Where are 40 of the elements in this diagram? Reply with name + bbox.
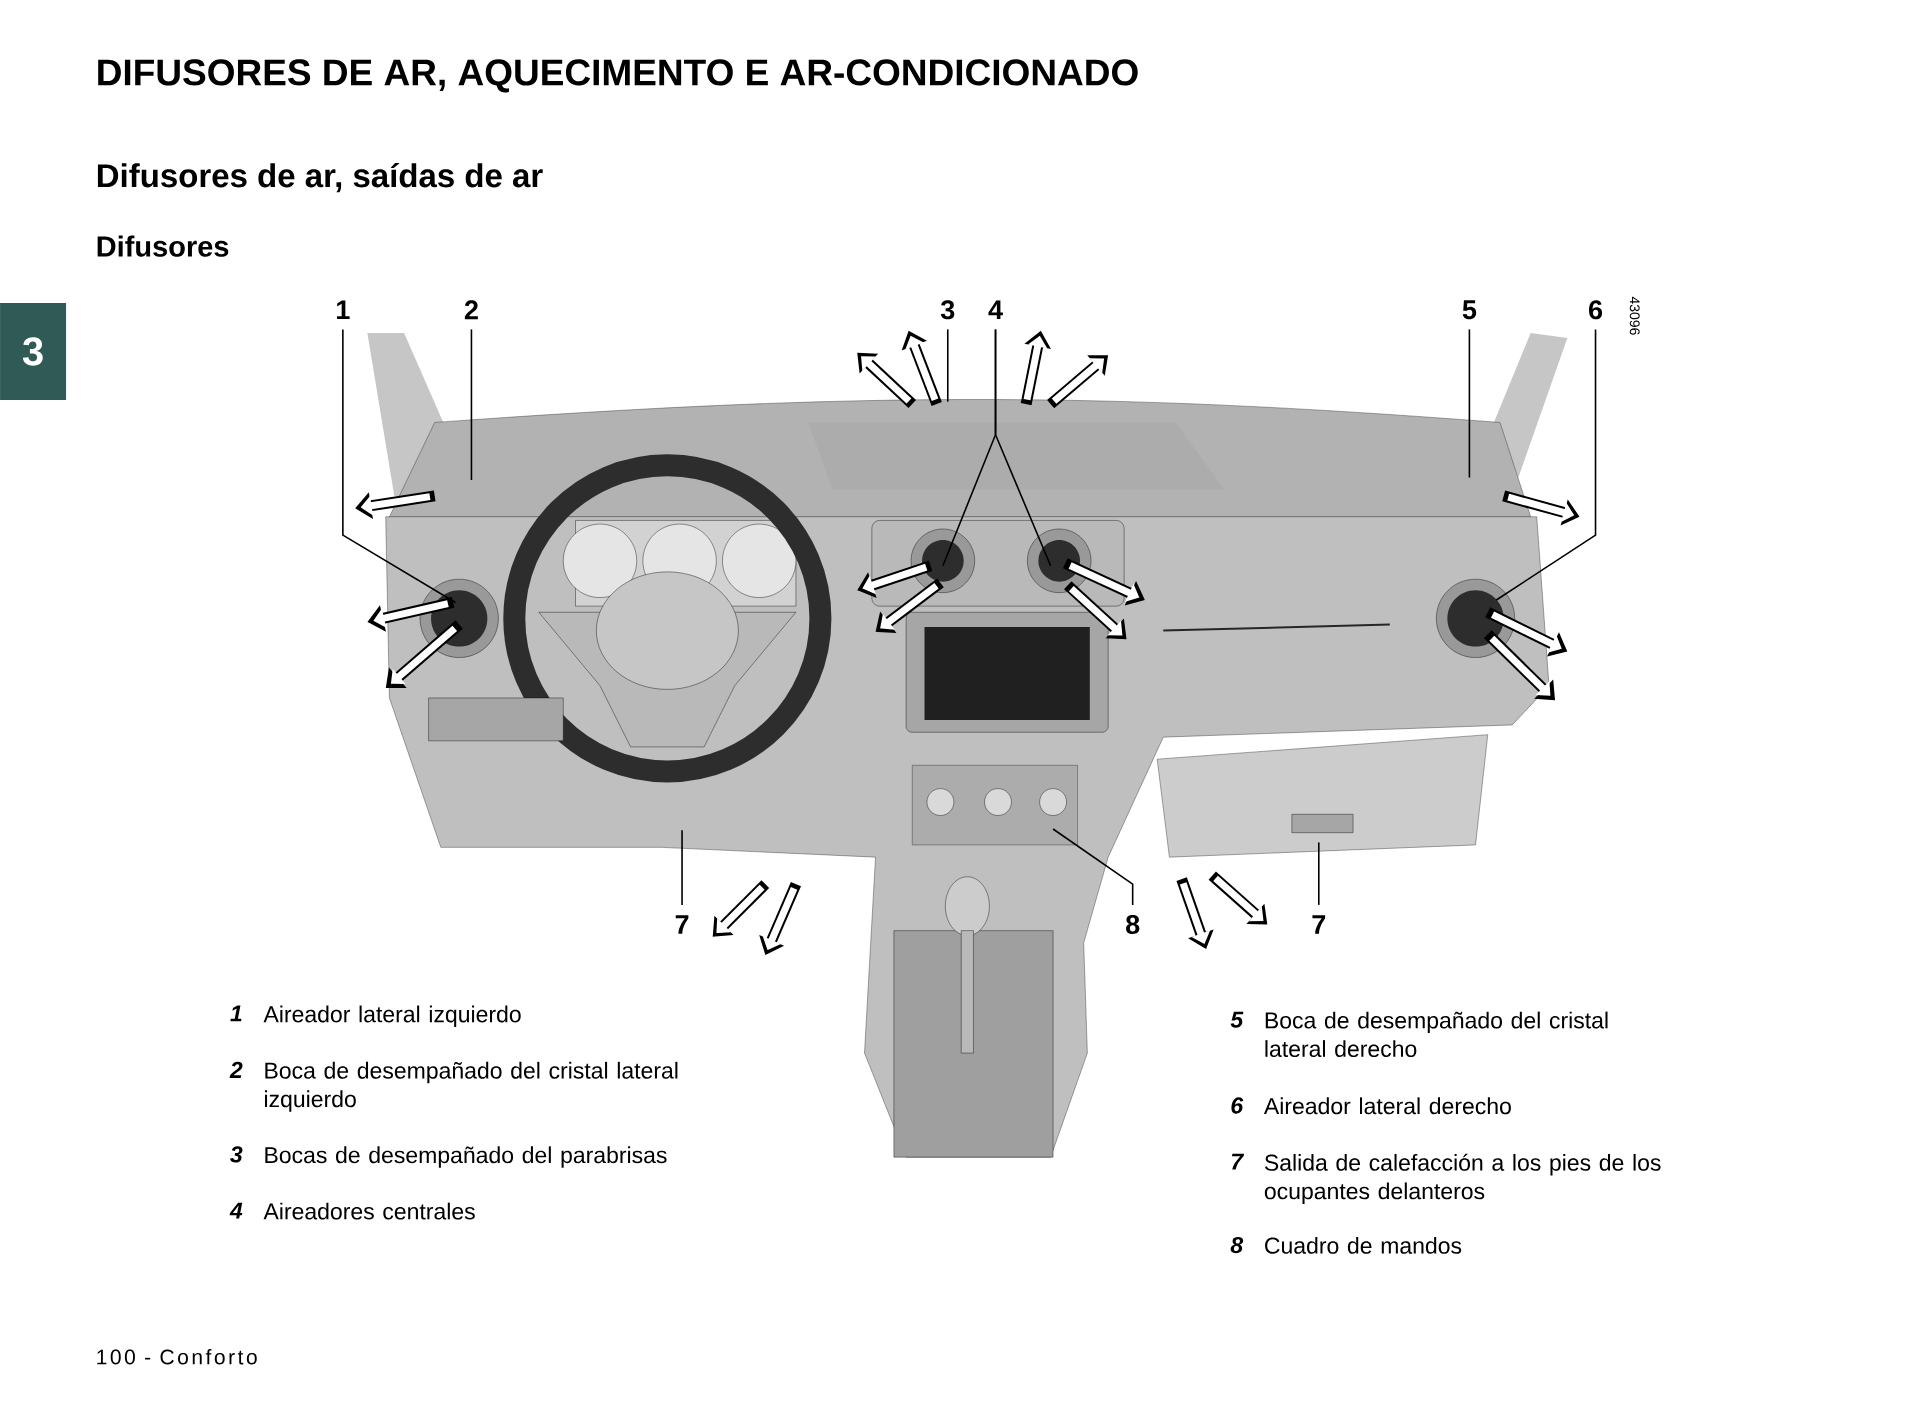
callout-number: 3	[940, 300, 955, 320]
callout-number: 1	[337, 300, 350, 319]
leader-line	[994, 328, 1052, 567]
list-number: 2	[229, 1061, 243, 1078]
chapter-tab: 3	[0, 302, 67, 400]
leader-line	[342, 328, 457, 604]
list-number: 4	[229, 1202, 243, 1219]
list-number: 6	[1231, 1097, 1244, 1114]
callout-number: 8	[1126, 914, 1140, 934]
leader-line	[946, 328, 949, 403]
list-item: Boca de desempañado del cristal lateral derecho	[1265, 1011, 1608, 1057]
list-number: 5	[1230, 1011, 1244, 1028]
callout-number: 2	[464, 300, 478, 319]
callout-number: 7	[1312, 915, 1326, 934]
list-number: 7	[1231, 1153, 1245, 1170]
list-item: Aireadores centrales	[263, 1202, 475, 1220]
list-item: Cuadro de mandos	[1265, 1236, 1462, 1254]
subtitle: Difusores de ar, saídas de ar	[97, 162, 543, 192]
leader-line	[1318, 841, 1320, 906]
list-item: Aireador lateral derecho	[1263, 1097, 1511, 1115]
page-footer: 100 - Conforto	[97, 1348, 257, 1365]
list-item: Aireador lateral izquierdo	[263, 1005, 521, 1027]
callout-number: 7	[675, 915, 689, 934]
leader-line	[681, 829, 683, 906]
leader-line	[1052, 828, 1134, 906]
list-number: 8	[1230, 1236, 1244, 1253]
section-heading: Difusores	[97, 235, 229, 257]
callout-number: 6	[1589, 300, 1603, 320]
title: DIFUSORES DE AR, AQUECIMENTO E AR-CONDICIONADO	[98, 59, 1138, 93]
leader-line	[470, 328, 473, 481]
leader-line	[1468, 328, 1471, 479]
list-number: 3	[230, 1146, 243, 1163]
list-item: Bocas de desempañado del parabrisas	[265, 1146, 667, 1168]
callout-number: 5	[1462, 300, 1477, 319]
callout-number: 4	[988, 300, 1003, 319]
list-item: Boca de desempañado del cristal lateral izquierdo	[265, 1061, 678, 1112]
list-number: 1	[230, 1005, 242, 1022]
list-item: Salida de calefacción a los pies de los ocupantes delanteros	[1264, 1153, 1661, 1204]
figure-number: 43096	[1629, 296, 1640, 335]
leader-line	[1495, 328, 1597, 601]
